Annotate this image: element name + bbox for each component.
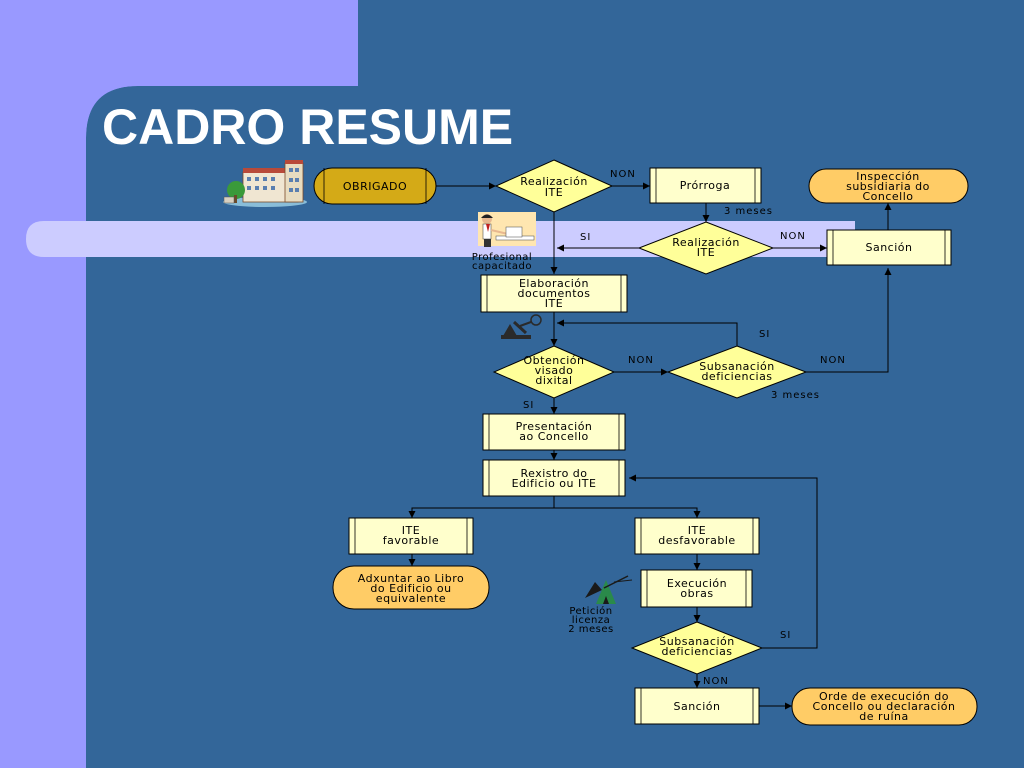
- svg-text:Realización: Realización: [672, 236, 740, 249]
- svg-text:deficiencias: deficiencias: [661, 645, 732, 658]
- accent-top-right-fill: [358, 0, 1024, 86]
- annotation-profesional-2: capacitado: [472, 261, 532, 272]
- svg-text:Prórroga: Prórroga: [680, 179, 731, 192]
- edge-label-non-2: NON: [780, 231, 806, 242]
- permit-icon: [585, 575, 633, 604]
- svg-text:favorable: favorable: [383, 534, 439, 547]
- connectors: [408, 182, 892, 710]
- edge-label-si-1: SI: [580, 232, 591, 243]
- node-realizacion-ite-2: Realización ITE: [637, 221, 775, 275]
- edge-label-non-3: NON: [628, 355, 654, 366]
- node-ite-favorable: ITE favorable: [348, 517, 474, 555]
- edge-label-si-3: SI: [523, 400, 534, 411]
- svg-text:documentos: documentos: [518, 287, 591, 300]
- svg-text:ITE: ITE: [545, 297, 563, 310]
- svg-text:Presentación: Presentación: [516, 420, 593, 433]
- svg-text:Concello ou declaración: Concello ou declaración: [813, 700, 956, 713]
- edge-label-si-4: SI: [780, 630, 791, 641]
- svg-text:ITE: ITE: [697, 246, 715, 259]
- svg-text:Realización: Realización: [520, 175, 588, 188]
- svg-text:Subsanación: Subsanación: [699, 360, 774, 373]
- svg-text:Concello: Concello: [862, 190, 913, 203]
- professional-person-icon: [478, 212, 536, 247]
- node-subsanacion-1: Subsanación deficiencias: [666, 345, 808, 399]
- svg-text:Sanción: Sanción: [865, 241, 912, 254]
- node-presentacion: Presentación ao Concello: [482, 413, 626, 451]
- svg-text:subsidiaria do: subsidiaria do: [846, 180, 930, 193]
- node-elaboracion: Elaboración documentos ITE: [480, 274, 628, 313]
- svg-text:dixital: dixital: [535, 374, 572, 387]
- node-sancion-1: Sanción: [826, 229, 952, 266]
- node-obtencion: Obtención visado dixital: [492, 345, 616, 399]
- node-ite-desfavorable: ITE desfavorable: [634, 517, 760, 555]
- node-realizacion-ite-1: Realización ITE: [494, 159, 614, 213]
- svg-text:ITE: ITE: [688, 524, 706, 537]
- svg-text:Sanción: Sanción: [673, 700, 720, 713]
- svg-text:Subsanación: Subsanación: [659, 635, 734, 648]
- building-icon: [223, 160, 307, 207]
- svg-text:desfavorable: desfavorable: [658, 534, 735, 547]
- edge-label-3-meses-2: 3 meses: [771, 390, 820, 401]
- svg-text:Elaboración: Elaboración: [519, 277, 589, 290]
- svg-text:Rexistro do: Rexistro do: [520, 467, 587, 480]
- svg-text:Orde de execución do: Orde de execución do: [819, 690, 949, 703]
- node-sancion-2: Sanción: [634, 687, 760, 725]
- edge-label-non-5: NON: [703, 676, 729, 687]
- annotation-peticion-1: Petición: [569, 605, 612, 617]
- node-execucion: Execución obras: [640, 569, 753, 608]
- node-subsanacion-2: Subsanación deficiencias: [630, 621, 764, 675]
- node-adxuntar: Adxuntar ao Libro do Edificio ou equival…: [332, 565, 490, 610]
- lavender-corner: [0, 0, 358, 768]
- svg-text:Adxuntar ao Libro: Adxuntar ao Libro: [358, 572, 465, 585]
- edge-label-non-4: NON: [820, 355, 846, 366]
- slide-title: CADRO RESUME: [102, 99, 514, 155]
- svg-text:obras: obras: [680, 587, 713, 600]
- svg-text:Execución: Execución: [667, 577, 727, 590]
- svg-text:ITE: ITE: [402, 524, 420, 537]
- svg-text:Inspección: Inspección: [856, 170, 920, 183]
- svg-text:ao Concello: ao Concello: [519, 430, 589, 443]
- node-obrigado: OBRIGADO: [313, 167, 437, 205]
- svg-text:ITE: ITE: [545, 186, 563, 199]
- annotation-peticion-2: licenza: [572, 615, 610, 626]
- svg-text:Edificio ou ITE: Edificio ou ITE: [512, 477, 597, 490]
- annotation-peticion-3: 2 meses: [568, 624, 614, 635]
- stamp-icon: [501, 314, 542, 339]
- svg-text:Obtención: Obtención: [524, 354, 585, 367]
- svg-text:equivalente: equivalente: [376, 592, 446, 605]
- svg-text:deficiencias: deficiencias: [701, 370, 772, 383]
- node-inspeccion: Inspección subsidiaria do Concello: [808, 168, 969, 204]
- edge-label-3-meses-1: 3 meses: [724, 206, 773, 217]
- svg-text:de ruína: de ruína: [859, 710, 909, 723]
- annotation-profesional-1: Profesional: [472, 252, 532, 263]
- node-prorroga: Prórroga: [649, 167, 762, 204]
- edge-label-si-2: SI: [759, 329, 770, 340]
- node-rexistro: Rexistro do Edificio ou ITE: [482, 459, 626, 497]
- svg-text:do Edificio ou: do Edificio ou: [370, 582, 451, 595]
- node-orde: Orde de execución do Concello ou declara…: [791, 687, 978, 726]
- edge-label-non-1: NON: [610, 169, 636, 180]
- svg-text:visado: visado: [535, 364, 574, 377]
- svg-text:OBRIGADO: OBRIGADO: [343, 180, 407, 193]
